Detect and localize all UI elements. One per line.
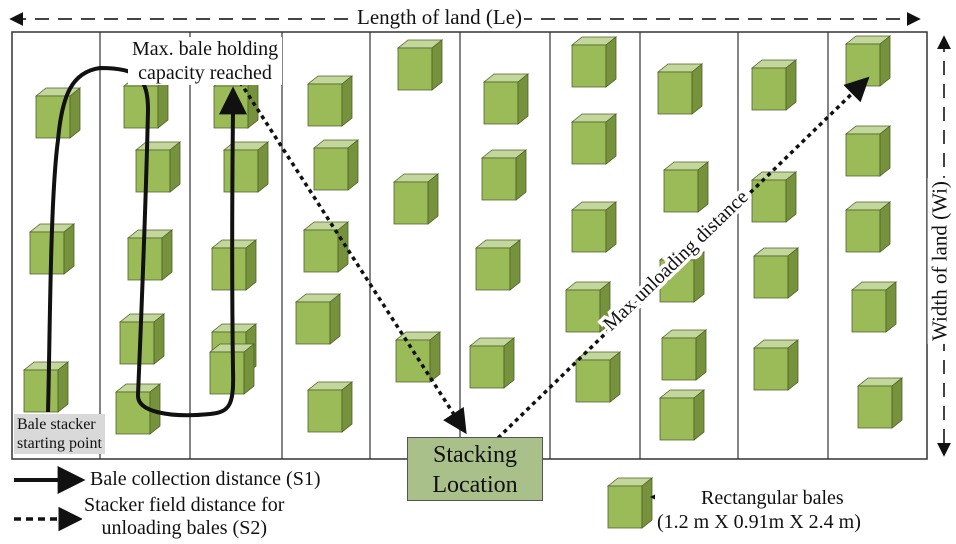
bale: [474, 239, 522, 291]
bale: [606, 477, 654, 529]
stacking-line-2: Location: [432, 472, 518, 498]
legend-bale-label: Rectangular bales (1.2 m X 0.91m X 2.4 m…: [655, 486, 863, 534]
bale: [210, 239, 258, 291]
bale: [126, 229, 174, 281]
bale: [396, 39, 444, 91]
bale: [658, 389, 706, 441]
bale: [656, 63, 704, 115]
bale: [574, 351, 622, 403]
legend-bale-dims: (1.2 m X 0.91m X 2.4 m): [657, 511, 861, 533]
bale: [752, 339, 800, 391]
bale: [856, 377, 904, 429]
starting-point-label: Bale stacker starting point: [14, 414, 105, 454]
bale: [752, 247, 800, 299]
unload-path-to-stacking: [238, 81, 467, 435]
bale: [844, 125, 892, 177]
bale: [392, 173, 440, 225]
bale: [750, 59, 798, 111]
bale: [482, 73, 530, 125]
bale: [570, 36, 618, 88]
bale: [306, 75, 354, 127]
bale: [212, 77, 260, 129]
starting-point-line-1: Bale stacker: [17, 416, 96, 433]
bale: [118, 313, 166, 365]
bale: [750, 171, 798, 223]
max-capacity-label: Max. bale holding capacity reached: [128, 37, 283, 85]
width-of-land-label: Width of land (Wi): [927, 178, 953, 344]
field-lanes: [99, 32, 829, 459]
bale: [22, 361, 70, 413]
legend-unloading-line-1: Stacker field distance for: [84, 494, 285, 516]
stacking-line-1: Stacking: [433, 442, 517, 468]
bale: [570, 113, 618, 165]
max-capacity-line-2: capacity reached: [138, 62, 272, 84]
bale: [570, 201, 618, 253]
max-capacity-line-1: Max. bale holding: [132, 38, 279, 60]
bale: [564, 281, 612, 333]
bale: [660, 329, 708, 381]
bale: [844, 201, 892, 253]
stacking-location-box: Stacking Location: [407, 437, 543, 501]
bale: [134, 141, 182, 193]
bale: [662, 161, 710, 213]
legend-collection-label: Bale collection distance (S1): [88, 468, 323, 490]
collection-path: [46, 65, 236, 418]
bale: [480, 149, 528, 201]
bale: [312, 139, 360, 191]
bale: [394, 331, 442, 383]
starting-point-line-2: starting point: [17, 435, 102, 452]
legend-unloading-label: Stacker field distance for unloading bal…: [82, 494, 287, 540]
bale: [844, 35, 892, 87]
bale: [306, 381, 354, 433]
legend-unloading-line-2: unloading bales (S2): [101, 517, 267, 539]
max-unloading-path: [496, 76, 870, 440]
bale: [302, 221, 350, 273]
bale: [850, 281, 898, 333]
bale: [294, 293, 342, 345]
bale: [468, 337, 516, 389]
length-of-land-label: Length of land (Le): [355, 5, 525, 30]
legend-bale-name: Rectangular bales: [701, 487, 844, 509]
